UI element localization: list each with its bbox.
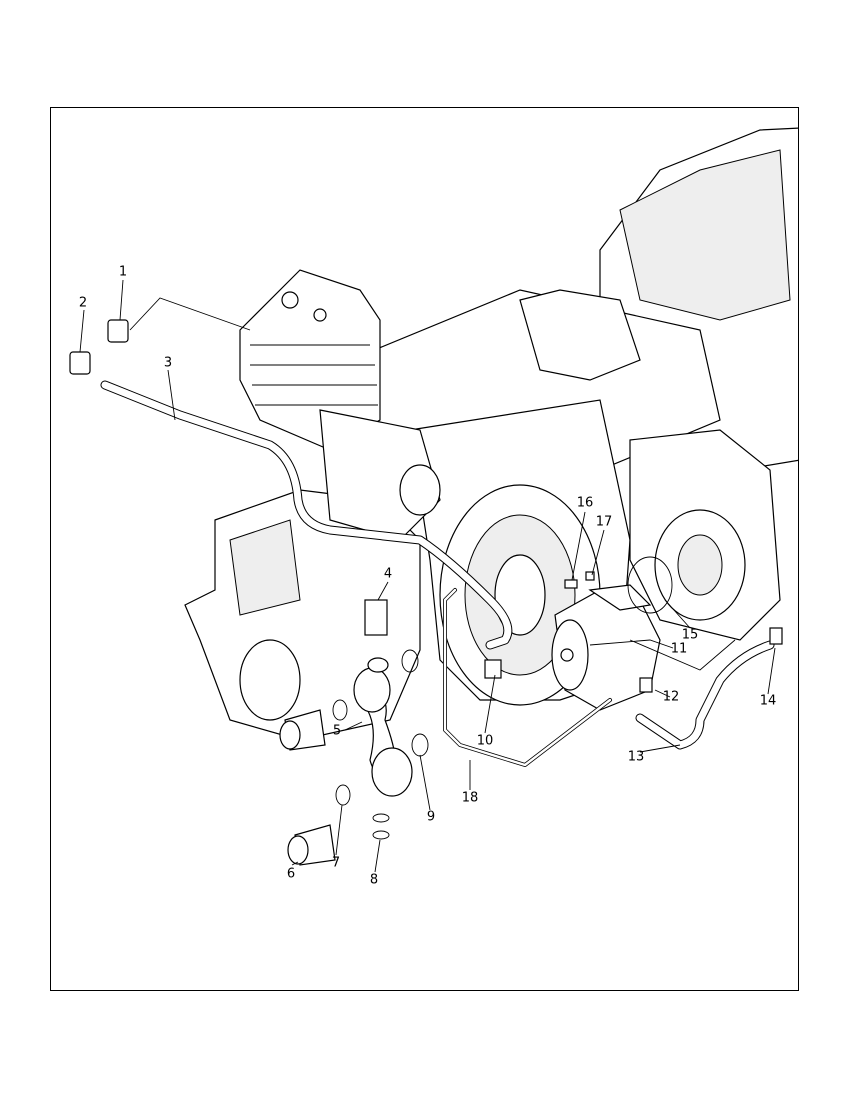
callout-7: 7	[331, 855, 341, 871]
callout-12: 12	[662, 689, 680, 705]
callout-9: 9	[426, 809, 436, 825]
callout-13: 13	[627, 749, 645, 765]
callout-2: 2	[78, 295, 88, 311]
diagram-frame	[50, 107, 799, 991]
callout-10: 10	[476, 733, 494, 749]
callout-8: 8	[369, 872, 379, 888]
leader-lines	[79, 279, 776, 873]
front-housing	[184, 409, 441, 741]
callout-18: 18	[461, 790, 479, 806]
callout-14: 14	[759, 693, 777, 709]
control-valve-stack	[239, 269, 381, 451]
callout-16: 16	[576, 495, 594, 511]
callout-5: 5	[332, 723, 342, 739]
hydraulic-pump	[551, 584, 661, 711]
callout-1: 1	[118, 264, 128, 280]
callout-4: 4	[383, 566, 393, 582]
callout-3: 3	[163, 355, 173, 371]
callout-15: 15	[681, 627, 699, 643]
callout-17: 17	[595, 514, 613, 530]
callout-11: 11	[670, 641, 688, 657]
callout-6: 6	[286, 866, 296, 882]
